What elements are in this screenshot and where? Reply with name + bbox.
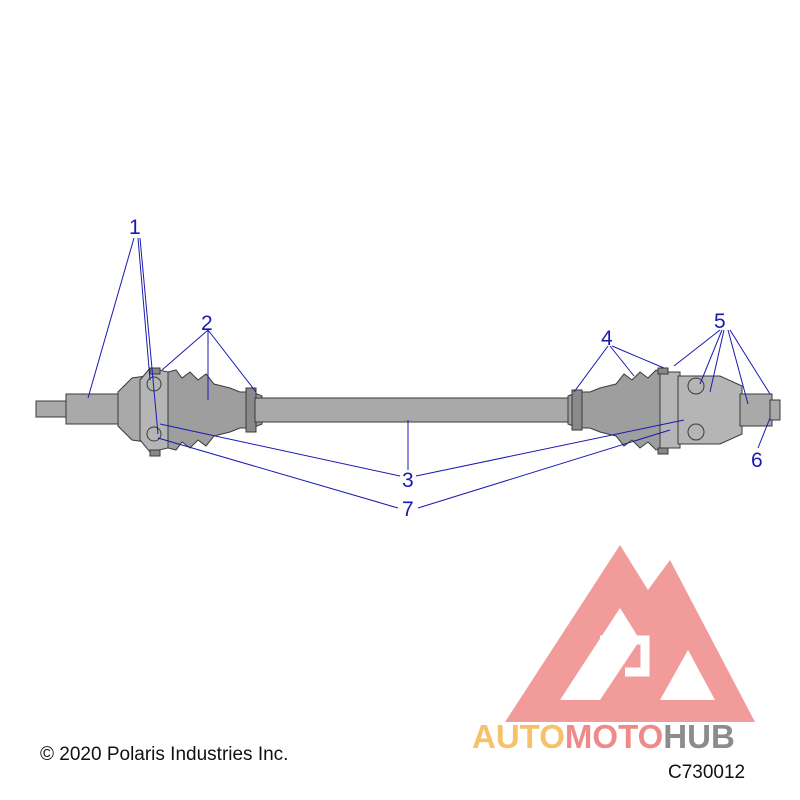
callout-6: 6 bbox=[751, 449, 763, 472]
left-cv-joint bbox=[139, 367, 169, 457]
right-cv-joint bbox=[657, 367, 743, 455]
left-boot bbox=[167, 369, 263, 451]
main-axle-shaft bbox=[254, 397, 576, 423]
figure-id: C730012 bbox=[668, 762, 746, 783]
callout-2: 2 bbox=[201, 312, 213, 335]
watermark-auto: AUTO bbox=[472, 718, 565, 755]
watermark-text: AUTOMOTOHUB bbox=[472, 718, 735, 755]
callout-4: 4 bbox=[601, 327, 613, 350]
right-boot bbox=[567, 369, 665, 451]
callout-1: 1 bbox=[129, 216, 141, 239]
callout-7: 7 bbox=[402, 498, 414, 521]
callout-3: 3 bbox=[402, 469, 414, 492]
watermark-logo-icon bbox=[505, 545, 755, 722]
right-stub-shaft bbox=[739, 393, 781, 427]
watermark-moto: MOTO bbox=[565, 718, 663, 755]
leader-lines bbox=[87, 237, 771, 509]
watermark-hub: HUB bbox=[663, 718, 735, 755]
callout-5: 5 bbox=[714, 310, 726, 333]
copyright-notice: © 2020 Polaris Industries Inc. bbox=[40, 744, 289, 765]
